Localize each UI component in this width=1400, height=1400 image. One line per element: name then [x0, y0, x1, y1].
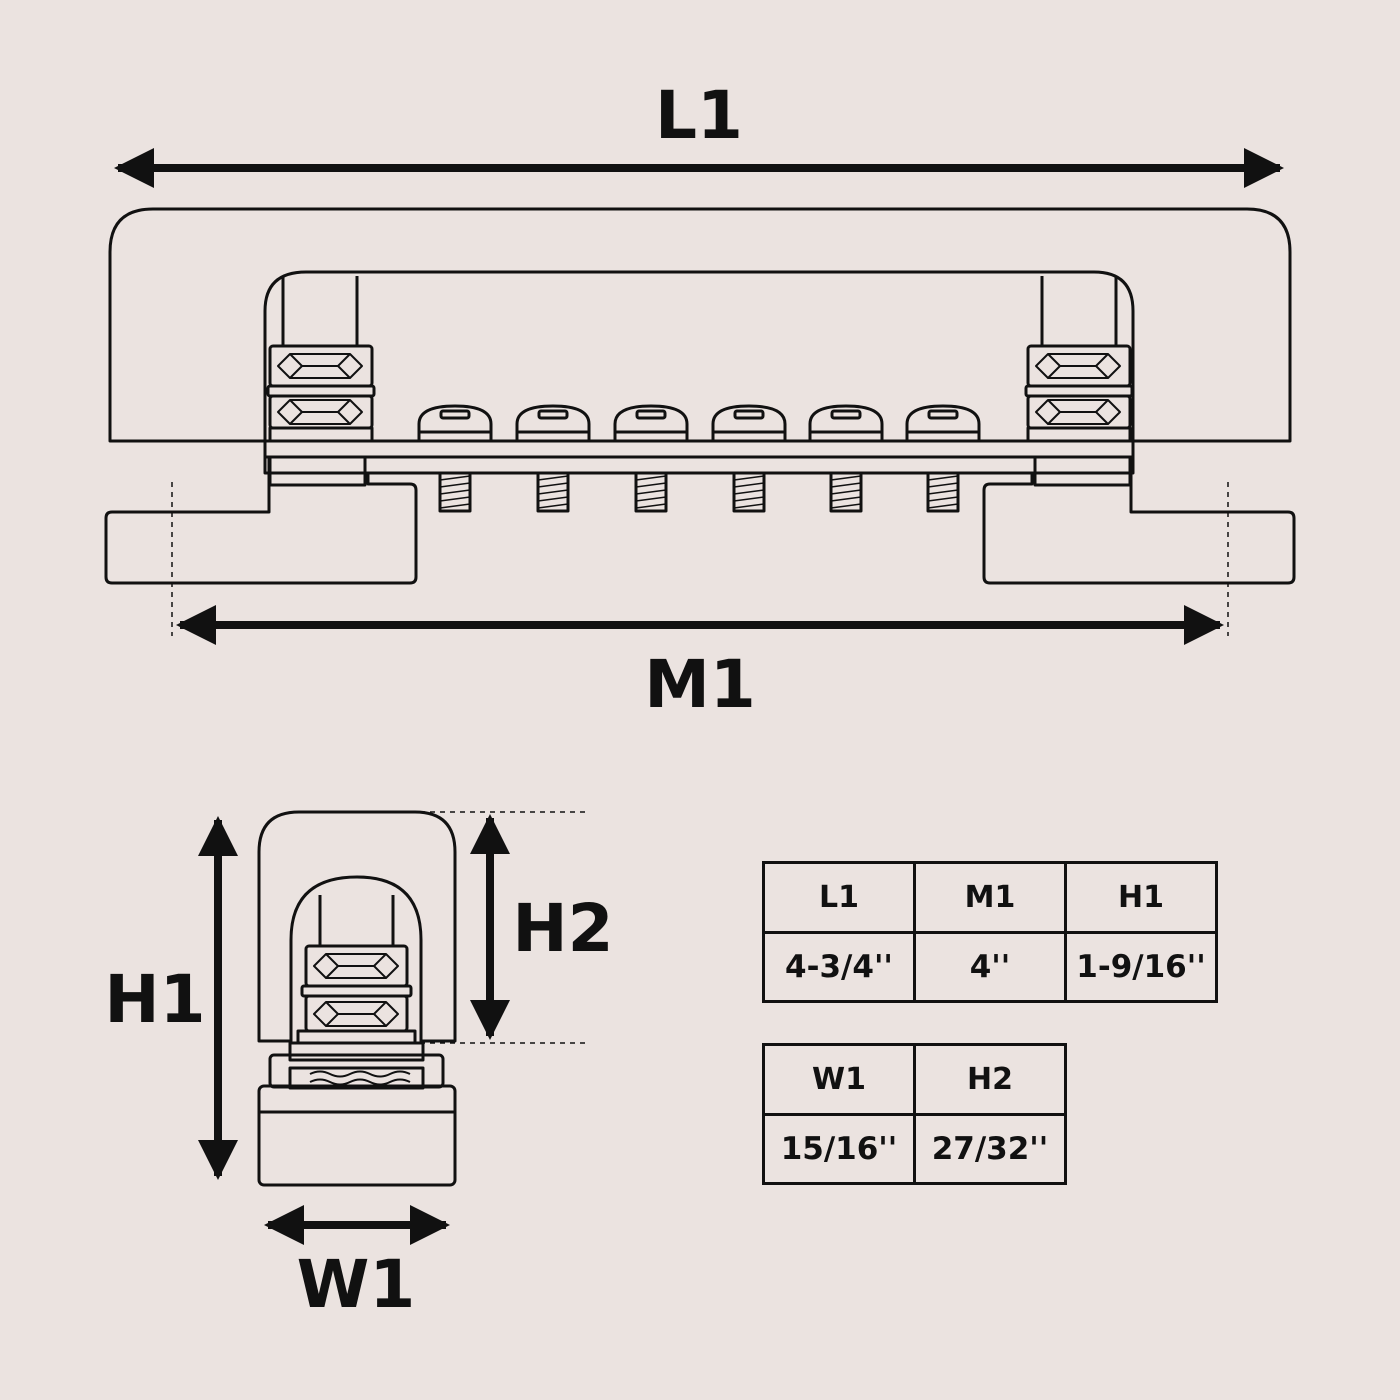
spec-table-secondary: W1 H2 15/16'' 27/32'' [762, 1043, 1067, 1185]
table-row: W1 H2 [762, 1043, 1067, 1116]
screw-icon [808, 404, 884, 513]
right-mounting-foot [982, 457, 1296, 585]
spec-table-primary: L1 M1 H1 4-3/4'' 4'' 1-9/16'' [762, 861, 1218, 1003]
side-bar-screw [288, 1066, 425, 1090]
right-hex-nut-icon [1024, 344, 1134, 443]
bus-bar-strip [263, 439, 1135, 459]
h1-label: H1 [104, 961, 205, 1038]
header-h1: H1 [1064, 861, 1218, 934]
header-w1: W1 [762, 1043, 916, 1116]
w1-label: W1 [297, 1246, 416, 1323]
header-m1: M1 [913, 861, 1067, 934]
screw-icon [711, 404, 787, 513]
value-w1: 15/16'' [762, 1113, 916, 1185]
screw-icon [613, 404, 689, 513]
value-l1: 4-3/4'' [762, 931, 916, 1003]
table-row: 4-3/4'' 4'' 1-9/16'' [762, 931, 1218, 1003]
table-row: L1 M1 H1 [762, 861, 1218, 934]
screw-icon [417, 404, 493, 513]
bus-bar-lower [263, 455, 1135, 475]
value-h1: 1-9/16'' [1064, 931, 1218, 1003]
screw-icon [515, 404, 591, 513]
right-stud-post [1040, 276, 1118, 346]
side-hex-nut-icon [296, 944, 417, 1045]
screw-icon [905, 404, 981, 513]
side-base [257, 1084, 457, 1187]
side-cover-outline [257, 810, 457, 1043]
table-row: 15/16'' 27/32'' [762, 1113, 1067, 1185]
header-h2: H2 [913, 1043, 1067, 1116]
value-h2: 27/32'' [913, 1113, 1067, 1185]
h2-label: H2 [512, 890, 613, 967]
m1-label: M1 [644, 646, 756, 723]
front-view: L1 [104, 77, 1296, 723]
left-mounting-foot [104, 457, 418, 585]
l1-label: L1 [655, 77, 743, 154]
left-hex-nut-icon [266, 344, 376, 443]
header-l1: L1 [762, 861, 916, 934]
value-m1: 4'' [913, 931, 1067, 1003]
right-stud-base [1033, 455, 1132, 487]
side-view: H1 H2 W1 [104, 810, 614, 1323]
side-bar-top [288, 1041, 425, 1062]
left-stud-post [281, 276, 359, 346]
terminal-screws [417, 404, 981, 513]
left-stud-base [268, 455, 367, 487]
